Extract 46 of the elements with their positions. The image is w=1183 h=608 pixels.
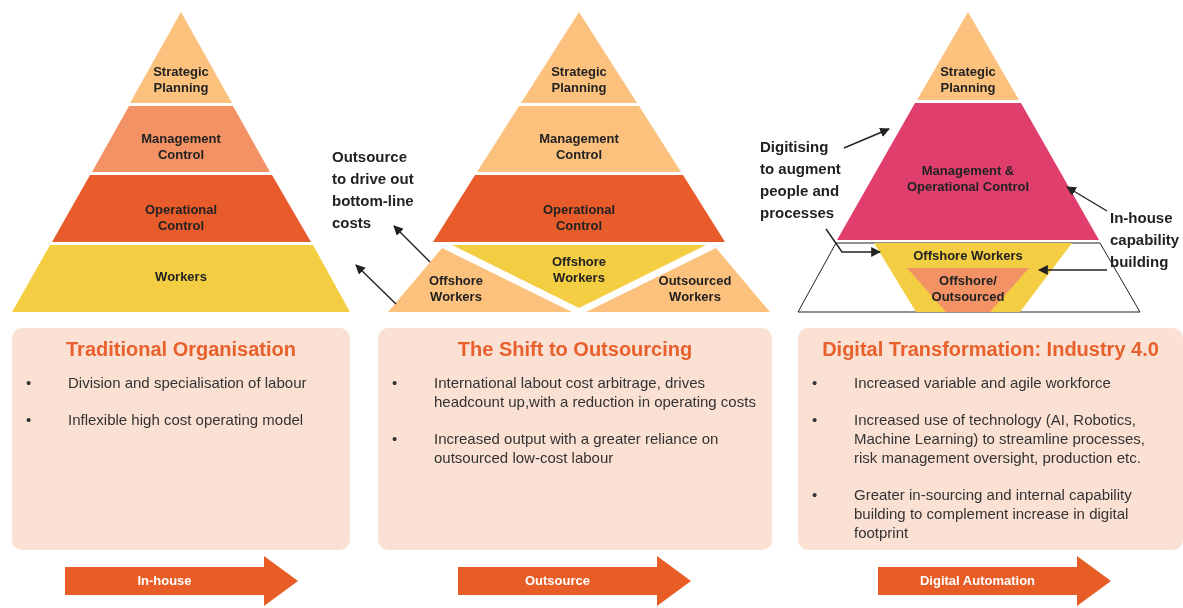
info-card <box>12 328 350 550</box>
arrow <box>843 127 890 149</box>
layer-label: Outsourced Workers <box>657 273 733 305</box>
bullet-point: • <box>812 485 818 504</box>
info-card <box>798 328 1183 550</box>
bullet-point: • <box>392 373 398 392</box>
arrow <box>825 228 881 257</box>
layer-label: Strategic Planning <box>152 64 210 96</box>
arrow <box>393 225 431 263</box>
layer-label: Offshore/ Outsourced <box>930 273 1006 305</box>
bullet-point: • <box>812 373 818 392</box>
layer-label: Offshore Workers <box>912 248 1024 264</box>
bullet-text: International labout cost arbitrage, drives headcount up,with a reduction in operating costs <box>434 374 756 410</box>
bullet-text: Division and specialisation of labour <box>68 374 307 391</box>
layer-label: Workers <box>154 269 208 285</box>
info-card <box>378 328 772 550</box>
layer-label: Offshore Workers <box>427 273 485 305</box>
card-title: Digital Transformation: Industry 4.0 <box>821 338 1160 361</box>
layer-label: Management Control <box>538 131 620 163</box>
arrow-label: Outsource <box>525 573 590 589</box>
layer-label: Operational Control <box>143 202 219 234</box>
callout-text: Digitising to augment people and processes <box>760 136 844 224</box>
layer-label: Management & Operational Control <box>905 163 1031 195</box>
bullet-point: • <box>392 429 398 448</box>
layer-label: Strategic Planning <box>550 64 608 96</box>
bullet-point: • <box>26 410 32 429</box>
bullet-text: Increased variable and agile workforce <box>854 374 1111 391</box>
arrow-label: Digital Automation <box>919 573 1036 589</box>
arrow <box>1038 265 1108 275</box>
layer-label: Management Control <box>140 131 222 163</box>
bullet-text: Increased output with a greater reliance on outsourced low-cost labour <box>434 430 719 466</box>
bullet-text: Greater in-sourcing and internal capability building to complement increase in digital footprint <box>854 486 1132 541</box>
bullet-text: Inflexible high cost operating model <box>68 411 304 428</box>
card-title: Traditional Organisation <box>65 338 297 361</box>
layer-label: Operational Control <box>541 202 617 234</box>
callout-text: In-house capability building <box>1110 207 1183 273</box>
arrow-label: In-house <box>137 573 192 589</box>
bullet-point: • <box>812 410 818 429</box>
layer-label: Offshore Workers <box>550 254 608 286</box>
layer-label: Strategic Planning <box>939 64 997 96</box>
card-title: The Shift to Outsourcing <box>456 338 694 361</box>
arrow <box>1066 186 1108 212</box>
bullet-point: • <box>26 373 32 392</box>
bullet-text: Increased use of technology (AI, Robotics, Machine Learning) to streamline processes, risk management oversight, production etc. <box>854 411 1145 466</box>
arrow <box>355 264 397 305</box>
callout-text: Outsource to drive out bottom-line costs <box>332 146 420 234</box>
